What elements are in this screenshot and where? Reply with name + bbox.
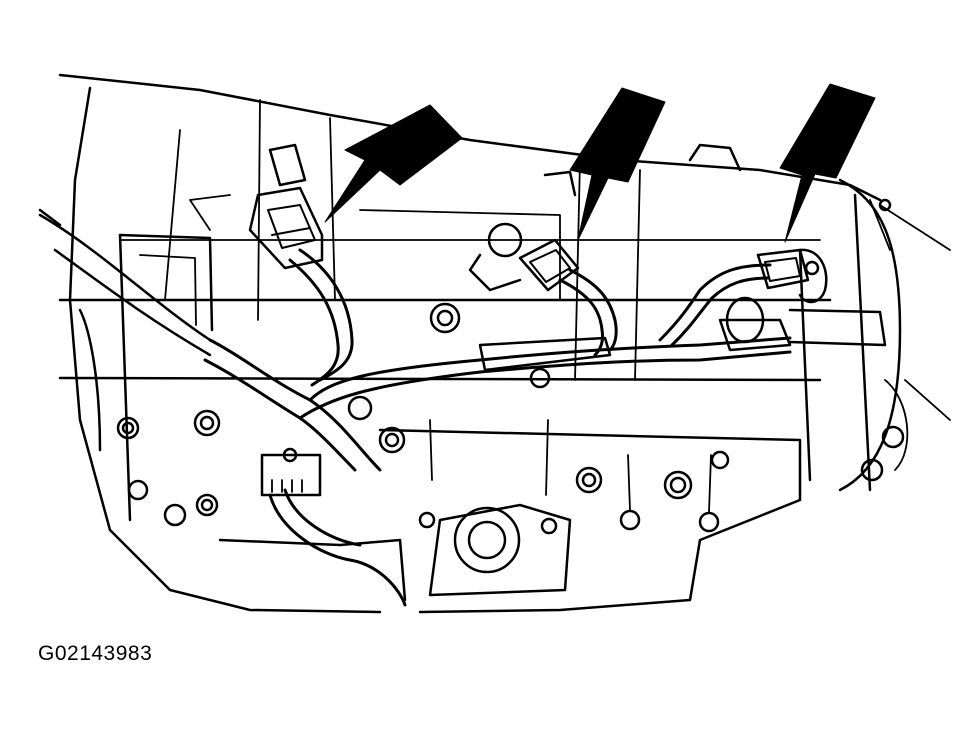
connector-arrow-middle (569, 87, 666, 241)
wiring-harness (38, 213, 792, 607)
connector-arrow-right (779, 83, 876, 243)
connector-arrow-left (324, 104, 463, 223)
middle-harness-connector (468, 222, 580, 292)
bell-housing (718, 178, 951, 492)
figure-code-label: G02143983 (38, 642, 153, 665)
right-harness-connector (756, 248, 828, 304)
transmission-case (38, 73, 882, 614)
left-harness-connector (248, 186, 324, 270)
oil-pan (218, 428, 802, 614)
bolts (116, 302, 730, 535)
